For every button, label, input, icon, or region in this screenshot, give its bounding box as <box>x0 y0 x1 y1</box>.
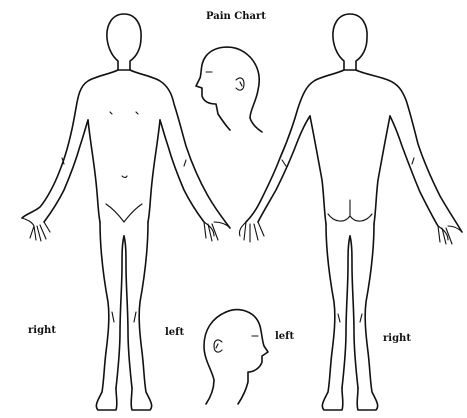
label-front-right: right <box>28 325 56 336</box>
label-back-left: left <box>275 331 294 342</box>
head-profile-left-figure <box>204 310 268 404</box>
label-front-left: left <box>165 327 184 338</box>
head-profile-right-figure <box>196 47 262 132</box>
front-body-figure <box>22 14 230 410</box>
back-body-figure <box>239 14 462 410</box>
label-back-right: right <box>383 333 411 344</box>
chart-title: Pain Chart <box>206 11 266 22</box>
